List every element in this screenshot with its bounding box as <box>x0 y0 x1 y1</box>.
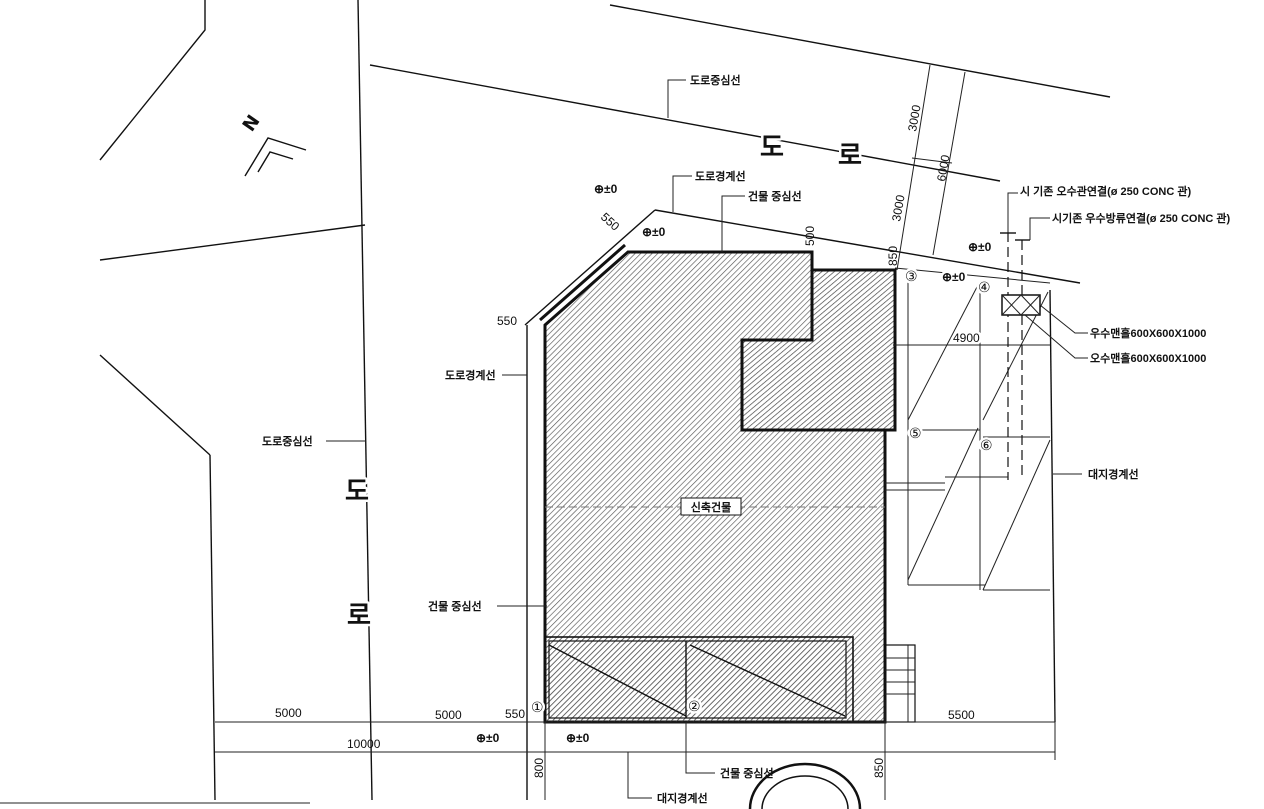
marker-5: ⑤ <box>909 426 922 442</box>
road-char-top-1: 도 <box>760 133 784 163</box>
top-road-dim-tick <box>911 157 953 164</box>
road-char-left-2: 로 <box>347 601 371 631</box>
leaders <box>326 79 1088 799</box>
dim-top-500: 500 <box>803 226 817 246</box>
parking-diagonal <box>907 427 979 581</box>
storm-manhole-x-icon <box>1001 294 1022 316</box>
dim-bottom-5500: 5500 <box>948 708 975 722</box>
top-road-boundary-line <box>654 209 1081 284</box>
road-center-label-top: 도로중심선 <box>690 73 741 87</box>
road-char-left-1: 도 <box>345 477 369 507</box>
left-road-cross-line <box>99 224 366 261</box>
leader-road-boundary-top <box>672 175 692 212</box>
lower-block-diagonal-b <box>689 644 846 717</box>
dim-road-top-c: 3000 <box>889 193 907 222</box>
dim-right-4900: 4900 <box>953 331 980 345</box>
leader-road-center-top <box>667 79 686 118</box>
dim-bottom-800: 800 <box>532 758 546 778</box>
dim-bottom-10000: 10000 <box>347 737 381 751</box>
north-arrow-outer-icon <box>244 137 307 177</box>
storm-manhole-box <box>1001 294 1041 316</box>
road-center-label-left: 도로중심선 <box>262 434 313 448</box>
building-corner-thick <box>539 243 626 322</box>
building-center-label-bottom: 건물 중심선 <box>720 766 774 780</box>
seal-outer-ring <box>748 762 862 809</box>
level-mark: ⊕±0 <box>942 270 966 284</box>
lower-block-diagonal-a <box>548 644 687 717</box>
left-road-edge-diagonal <box>99 354 211 456</box>
site-boundary-label-bottom: 대지경계선 <box>657 791 708 805</box>
level-mark: ⊕±0 <box>968 240 992 254</box>
seal-inner-ring <box>761 775 849 809</box>
road-char-top-2: 로 <box>838 141 862 171</box>
sewer-manhole-x-icon <box>1020 294 1041 316</box>
building-label-box <box>680 497 742 516</box>
site-boundary-label-right: 대지경계선 <box>1088 467 1139 481</box>
marker-4: ④ <box>978 280 991 296</box>
dim-left-550: 550 <box>497 314 517 328</box>
marker-2: ② <box>688 699 701 715</box>
dim-bottom-850: 850 <box>872 758 886 778</box>
leader-site-boundary-bottom <box>627 752 652 799</box>
level-mark: ⊕±0 <box>566 731 590 745</box>
leader-sewer-manhole <box>1024 314 1088 359</box>
marker-3: ③ <box>905 269 918 285</box>
dim-bottom-550: 550 <box>505 707 525 721</box>
top-road-dim-line-a <box>896 64 931 271</box>
storm-connection-label: 시기존 우수방류연결(ø 250 CONC 관) <box>1052 211 1231 225</box>
utility-pipes <box>945 232 1041 480</box>
level-mark: ⊕±0 <box>594 182 618 196</box>
building-center-label-top: 건물 중심선 <box>748 189 802 203</box>
seal-stamp <box>748 762 862 809</box>
lower-block-inner <box>548 640 847 719</box>
left-road-edge-lower <box>209 454 216 801</box>
leader-storm-manhole <box>1039 304 1088 334</box>
leader-sewer-connection <box>1007 192 1018 233</box>
sewer-manhole-label: 오수맨홀600X600X1000 <box>1090 351 1206 365</box>
sewer-connection-label: 시 기존 오수관연결(ø 250 CONC 관) <box>1020 184 1191 198</box>
building-annex <box>740 268 897 432</box>
north-arrow-inner-icon <box>257 151 294 173</box>
dim-road-top-a: 3000 <box>905 103 923 132</box>
leader-building-center-bottom <box>685 722 715 774</box>
top-road-dim-line-b <box>932 71 966 256</box>
marker-6: ⑥ <box>980 438 993 454</box>
level-mark: ⊕±0 <box>642 225 666 239</box>
top-road-center-line <box>369 64 1001 182</box>
lot-top-line <box>894 267 1051 284</box>
dim-top-850: 850 <box>886 246 900 266</box>
site-boundary-right <box>1049 289 1056 723</box>
building-label: 신축건물 <box>691 500 731 514</box>
road-boundary-label-top: 도로경계선 <box>695 169 746 183</box>
left-road-edge-upper <box>99 0 206 161</box>
bottom-dimensions <box>215 700 1056 800</box>
parking-area <box>885 267 1056 723</box>
dim-bottom-5000-b: 5000 <box>435 708 462 722</box>
parking-diagonal <box>982 439 1051 591</box>
lower-block-outer <box>544 636 854 723</box>
building-center-label-left: 건물 중심선 <box>428 599 482 613</box>
leader-building-center-top <box>721 195 745 252</box>
site-boundary-corner <box>524 209 656 326</box>
leader-storm-connection <box>1029 217 1050 240</box>
road-boundary-label-left: 도로경계선 <box>445 368 496 382</box>
marker-1: ① <box>531 700 544 716</box>
dim-road-top-b: 6000 <box>934 153 952 182</box>
level-mark: ⊕±0 <box>476 731 500 745</box>
dim-bottom-5000-a: 5000 <box>275 706 302 720</box>
parking-diagonal <box>907 284 979 421</box>
storm-manhole-label: 우수맨홀600X600X1000 <box>1090 326 1206 340</box>
left-road-center-line <box>357 0 373 801</box>
top-road-edge <box>609 4 1111 98</box>
